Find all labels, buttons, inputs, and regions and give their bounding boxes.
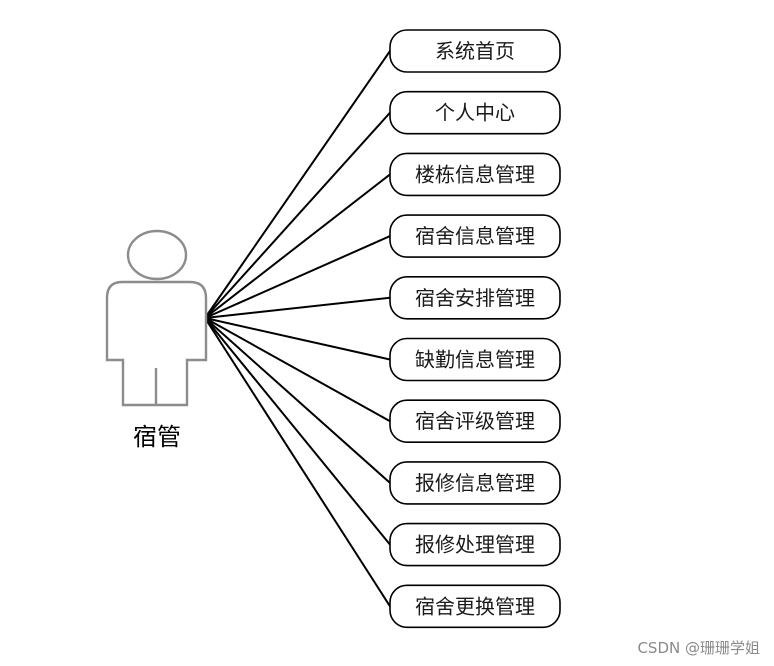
- use-case-box: [389, 214, 561, 258]
- association-line: [204, 50, 391, 319]
- actor: 宿管: [105, 229, 208, 451]
- association-line: [204, 317, 391, 484]
- association-line: [204, 173, 391, 319]
- association-line: [204, 112, 391, 319]
- use-case-box: [389, 29, 561, 73]
- use-case-label: 报修处理管理: [415, 533, 535, 557]
- use-case-box: [389, 275, 561, 320]
- use-case-list: 系统首页个人中心楼栋信息管理宿舍信息管理宿舍安排管理缺勤信息管理宿舍评级管理报修…: [389, 29, 561, 629]
- association-line: [204, 296, 391, 319]
- use-case-box: [389, 584, 561, 629]
- use-case-label: 缺勤信息管理: [415, 348, 535, 372]
- association-line: [204, 317, 391, 546]
- use-case-item: 宿舍评级管理: [389, 399, 561, 444]
- use-case-box: [389, 522, 561, 567]
- use-case-item: 楼栋信息管理: [389, 152, 561, 197]
- use-case-item: 报修处理管理: [389, 522, 561, 567]
- use-case-label: 宿舍更换管理: [415, 594, 535, 618]
- use-case-label: 报修信息管理: [415, 471, 535, 495]
- use-case-box: [389, 461, 561, 505]
- actor-body-icon: [105, 280, 208, 407]
- watermark: CSDN @珊珊学姐: [637, 639, 760, 657]
- use-case-label: 个人中心: [435, 101, 515, 125]
- association-line: [204, 235, 391, 319]
- use-case-item: 报修信息管理: [389, 461, 561, 505]
- association-lines: [204, 50, 391, 607]
- use-case-item: 宿舍安排管理: [389, 275, 561, 320]
- use-case-box: [389, 337, 561, 382]
- use-case-label: 系统首页: [435, 39, 515, 63]
- use-case-item: 宿舍更换管理: [389, 584, 561, 629]
- use-case-label: 宿舍信息管理: [415, 224, 535, 248]
- actor-head-icon: [126, 229, 188, 281]
- use-case-label: 楼栋信息管理: [415, 162, 535, 186]
- use-case-item: 宿舍信息管理: [389, 214, 561, 258]
- use-case-label: 宿舍安排管理: [415, 286, 535, 310]
- use-case-box: [389, 399, 561, 444]
- use-case-item: 系统首页: [389, 29, 561, 73]
- use-case-box: [389, 90, 561, 135]
- use-case-item: 缺勤信息管理: [389, 337, 561, 382]
- use-case-label: 宿舍评级管理: [415, 409, 535, 433]
- association-line: [204, 317, 391, 423]
- actor-label: 宿管: [133, 423, 181, 451]
- use-case-item: 个人中心: [389, 90, 561, 135]
- association-line: [204, 317, 391, 361]
- association-line: [204, 317, 391, 607]
- use-case-box: [389, 152, 561, 197]
